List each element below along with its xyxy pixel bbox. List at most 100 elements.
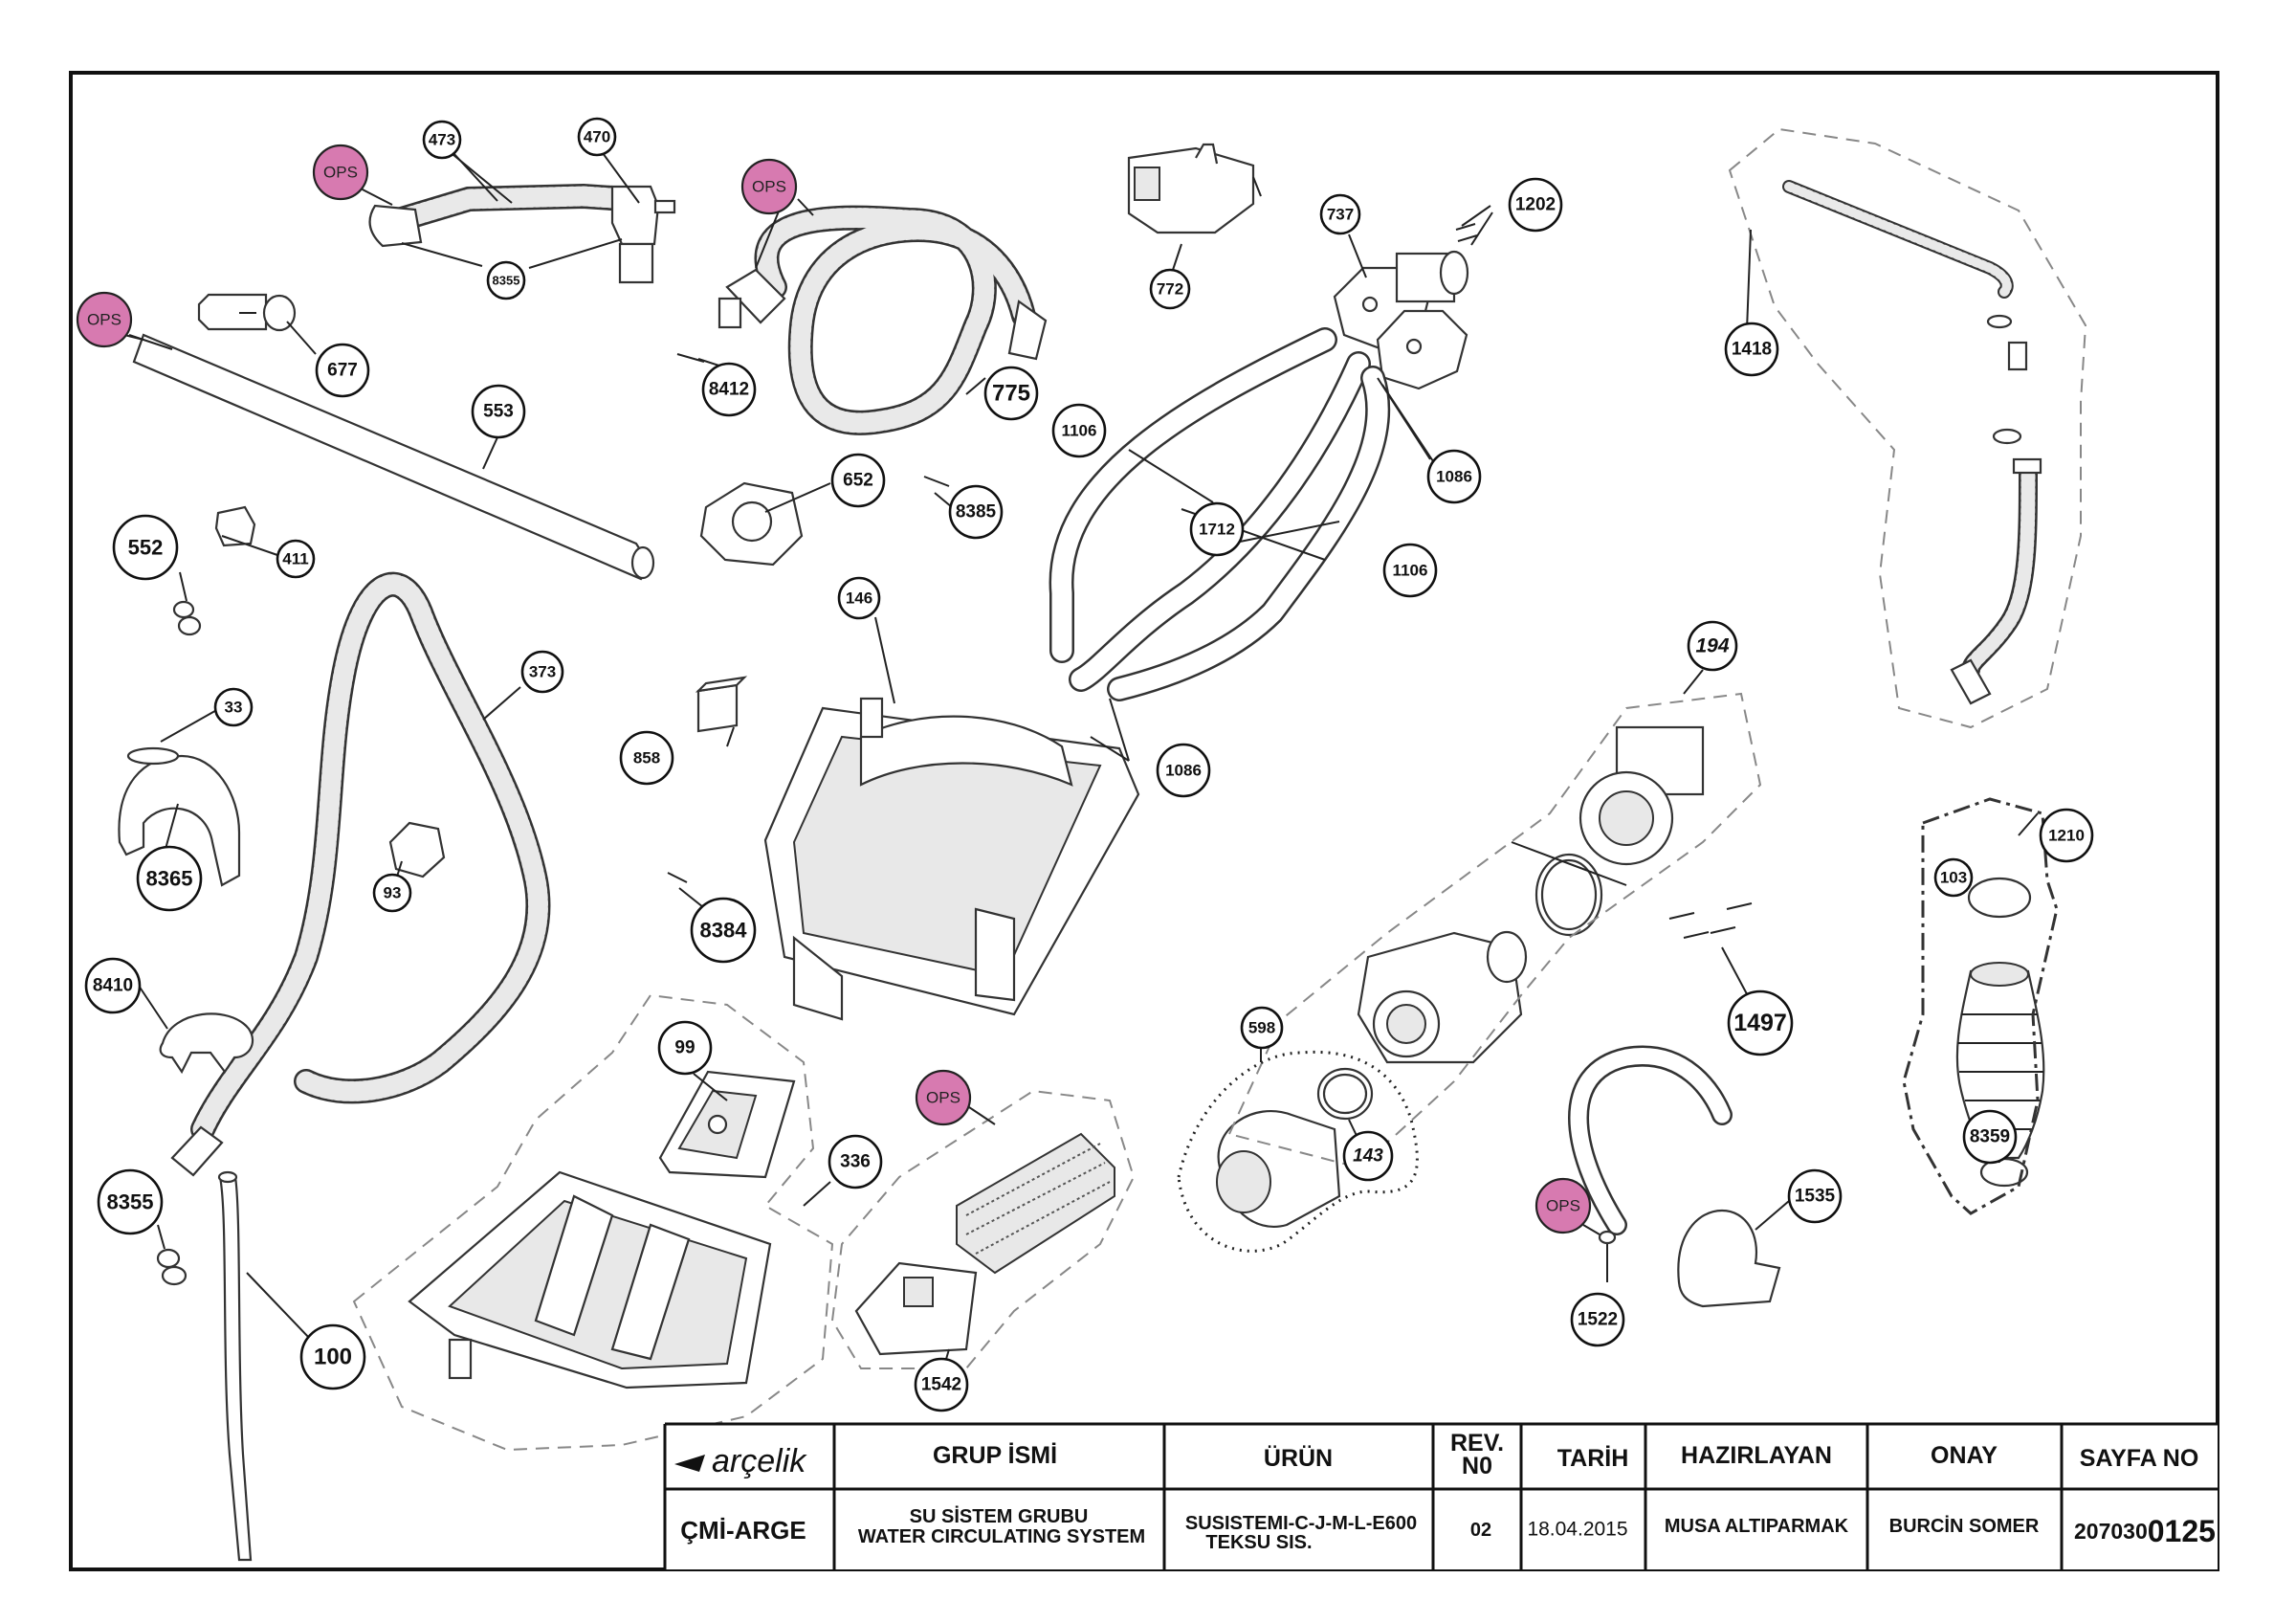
header-prepared: HAZIRLAYAN: [1681, 1442, 1832, 1469]
svg-text:8385: 8385: [956, 502, 997, 522]
part-clip-8410: [159, 1012, 254, 1075]
svg-text:775: 775: [992, 381, 1030, 407]
callout-8365: 8365: [136, 845, 203, 912]
callout-1712: 1712: [1189, 501, 1245, 557]
callout-103: 103: [1933, 857, 1974, 898]
header-rev: REV.: [1450, 1430, 1504, 1456]
callout-194: 194: [1687, 620, 1738, 672]
svg-text:470: 470: [584, 128, 610, 146]
approved-by: BURCİN SOMER: [1889, 1515, 2040, 1537]
svg-text:411: 411: [282, 550, 308, 568]
callout-8410: 8410: [84, 957, 142, 1014]
svg-text:143: 143: [1353, 1146, 1383, 1167]
callout-598: 598: [1240, 1006, 1284, 1050]
svg-text:1535: 1535: [1795, 1187, 1836, 1207]
callout-1202: 1202: [1508, 177, 1563, 233]
svg-text:8384: 8384: [700, 919, 748, 943]
callout-1106: 1106: [1382, 543, 1438, 598]
callout-8359: 8359: [1962, 1109, 2018, 1165]
part-siphon-99: [658, 1070, 796, 1179]
svg-text:1086: 1086: [1165, 762, 1202, 780]
brand-logo-icon: [674, 1455, 705, 1472]
callout-8412: 8412: [701, 362, 757, 417]
svg-text:652: 652: [843, 471, 873, 491]
svg-text:99: 99: [674, 1038, 695, 1058]
part-clamp-552: [172, 600, 202, 636]
part-bushing-677: [197, 293, 297, 332]
callout-1086: 1086: [1156, 743, 1211, 798]
ops-marker: OPS: [76, 291, 133, 348]
svg-text:1086: 1086: [1436, 468, 1472, 486]
callout-775: 775: [983, 366, 1039, 421]
callout-373: 373: [520, 650, 564, 694]
part-hose-1418: [1782, 180, 2042, 705]
svg-text:OPS: OPS: [87, 311, 121, 329]
part-nozzle-652: [699, 481, 804, 567]
svg-text:677: 677: [327, 361, 358, 381]
svg-text:103: 103: [1940, 869, 1967, 887]
callout-143: 143: [1342, 1130, 1394, 1182]
svg-text:1106: 1106: [1062, 422, 1097, 440]
svg-text:194: 194: [1695, 635, 1729, 657]
svg-text:336: 336: [840, 1152, 871, 1172]
callout-100: 100: [299, 1323, 366, 1390]
part-filter-mesh: [956, 1132, 1115, 1275]
group-name: SU SİSTEM GRUBU: [910, 1505, 1089, 1527]
callout-99: 99: [657, 1020, 713, 1076]
callout-8384: 8384: [690, 897, 757, 964]
callout-677: 677: [315, 343, 370, 398]
callout-652: 652: [830, 453, 886, 508]
svg-text:1497: 1497: [1733, 1010, 1787, 1036]
svg-text:OPS: OPS: [323, 164, 358, 182]
svg-text:OPS: OPS: [926, 1089, 960, 1107]
callout-33: 33: [213, 687, 254, 727]
part-block-858: [695, 676, 748, 733]
part-screws: [667, 223, 1753, 939]
callout-1535: 1535: [1787, 1168, 1843, 1224]
title-block: arçelik GRUP İSMİ ÜRÜN REV. N0 TARİH HAZ…: [663, 1422, 2218, 1569]
svg-text:33: 33: [225, 699, 243, 717]
svg-text:8365: 8365: [146, 867, 193, 891]
svg-text:772: 772: [1157, 280, 1183, 299]
header-group: GRUP İSMİ: [933, 1442, 1057, 1469]
callout-1542: 1542: [914, 1357, 969, 1412]
svg-text:8412: 8412: [709, 380, 749, 400]
svg-text:373: 373: [529, 663, 556, 681]
callout-737: 737: [1319, 193, 1361, 235]
part-clamp-8355: [156, 1248, 188, 1286]
page-number: 2070300125: [2074, 1514, 2216, 1548]
callout-553: 553: [471, 384, 526, 439]
svg-text:OPS: OPS: [1546, 1197, 1580, 1215]
callout-1522: 1522: [1570, 1292, 1625, 1347]
svg-text:553: 553: [483, 402, 514, 422]
brand-name: arçelik: [712, 1443, 807, 1479]
drawing-frame: [69, 71, 2219, 1571]
part-holder-1535: [1677, 1209, 1781, 1308]
part-clip-411: [214, 505, 256, 547]
callout-1418: 1418: [1724, 322, 1779, 377]
svg-text:598: 598: [1248, 1019, 1275, 1037]
ops-marker: OPS: [312, 144, 369, 201]
callout-470: 470: [577, 117, 617, 157]
callout-772: 772: [1149, 268, 1191, 310]
svg-text:1712: 1712: [1199, 521, 1235, 539]
svg-text:100: 100: [314, 1345, 352, 1370]
part-drain-hose-373: [170, 571, 551, 1177]
part-holder-93: [388, 821, 446, 878]
svg-text:552: 552: [128, 536, 164, 560]
part-pressure-switch-772: [1127, 143, 1262, 234]
part-dispenser-housing-146: [763, 697, 1140, 1021]
part-hose-1522: [1568, 1045, 1733, 1245]
header-rev-no: N0: [1462, 1453, 1492, 1479]
callout-336: 336: [828, 1134, 883, 1189]
svg-text:473: 473: [429, 131, 455, 149]
part-valve-hoses-1106: [1049, 327, 1391, 701]
svg-text:OPS: OPS: [752, 178, 786, 196]
group-outline-1418: [1728, 127, 2087, 729]
header-date: TARİH: [1557, 1445, 1629, 1472]
ops-marker: OPS: [915, 1069, 972, 1126]
product-code: SUSISTEMI-C-J-M-L-E600: [1185, 1513, 1417, 1534]
svg-text:1522: 1522: [1578, 1310, 1618, 1330]
svg-text:1542: 1542: [921, 1375, 961, 1395]
